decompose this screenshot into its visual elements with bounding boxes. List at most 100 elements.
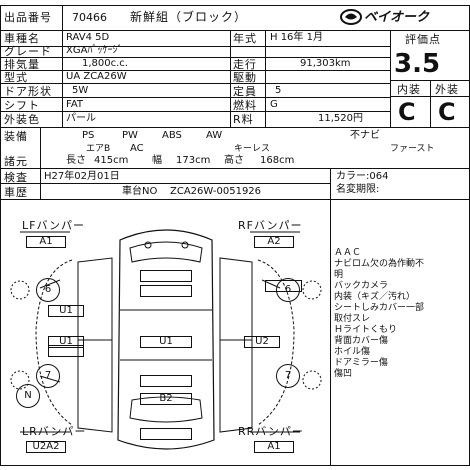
rear-code: B2 bbox=[140, 393, 192, 405]
equip-first: ファースト bbox=[390, 144, 435, 154]
note-line: ＡＡＣ bbox=[334, 248, 362, 258]
grade-line bbox=[390, 80, 470, 81]
year-value: H 16年 1月 bbox=[270, 32, 323, 43]
grade-line bbox=[390, 96, 470, 97]
grade-score: 3.5 bbox=[394, 49, 441, 79]
grade-header: 評価点 bbox=[405, 33, 441, 46]
right-rear-circle: 7 bbox=[276, 364, 300, 388]
row-line bbox=[0, 168, 470, 169]
equip-airbag: エアB bbox=[86, 144, 111, 154]
recycle-value: 11,520円 bbox=[318, 113, 363, 124]
grade-spec-label: グレード bbox=[4, 45, 52, 58]
col-line bbox=[265, 30, 266, 127]
rf-bumper-code: A2 bbox=[254, 236, 294, 248]
left-rear-box bbox=[48, 345, 84, 357]
brand-emblem-icon bbox=[340, 9, 362, 25]
tail-box bbox=[140, 428, 192, 440]
height-label: 高さ bbox=[224, 155, 244, 166]
exterior-label: 外装 bbox=[435, 83, 459, 96]
color-code: カラー:064 bbox=[336, 171, 389, 182]
col-line bbox=[230, 30, 231, 127]
note-line: 背面カバー傷 bbox=[334, 336, 389, 346]
bottom-border bbox=[0, 465, 470, 466]
row-line bbox=[0, 199, 470, 200]
row-line bbox=[0, 127, 470, 128]
transfer-label: 名変期限: bbox=[336, 184, 380, 195]
center-mid-code: U1 bbox=[140, 336, 192, 348]
type-label: 型式 bbox=[4, 71, 28, 84]
fuel-label: 燃料 bbox=[233, 99, 257, 112]
rr-bumper-code: A1 bbox=[254, 441, 294, 453]
lot-label: 出品番号 bbox=[4, 11, 52, 24]
height-value: 168cm bbox=[260, 155, 295, 166]
lr-bumper-code: U2A2 bbox=[26, 441, 66, 453]
history-label: 車歴 bbox=[4, 186, 28, 199]
row-line bbox=[0, 70, 390, 71]
grade-spec-value: XGAﾊﾟｯｹｰｼﾞ bbox=[66, 45, 123, 56]
col-line bbox=[62, 5, 63, 30]
col-line bbox=[40, 127, 41, 199]
freshness-label: 新鮮組（ブロック） bbox=[130, 10, 248, 24]
doors-value: 5W bbox=[72, 85, 89, 96]
equip-ps: PS bbox=[82, 130, 95, 141]
fuel-value: G bbox=[270, 99, 278, 110]
row-line bbox=[0, 183, 330, 184]
inspection-label: 検査 bbox=[4, 171, 28, 184]
color-value: パール bbox=[66, 113, 96, 124]
interior-label: 内装 bbox=[397, 83, 421, 96]
left-border bbox=[0, 5, 1, 465]
length-label: 長さ bbox=[66, 155, 86, 166]
interior-grade: C bbox=[398, 98, 416, 126]
left-door-front-code: U1 bbox=[48, 305, 84, 317]
displacement-value: 1,800c.c. bbox=[82, 58, 128, 69]
rear-box bbox=[140, 375, 192, 387]
drive-label: 駆動 bbox=[233, 71, 257, 84]
brand-logo-text: ベイオーク bbox=[364, 10, 430, 25]
equip-aw: AW bbox=[206, 130, 223, 141]
brand-logo: ベイオーク bbox=[340, 8, 429, 29]
chassis-value: ZCA26W-0051926 bbox=[170, 186, 262, 197]
note-line: Ｈライトくもり bbox=[334, 325, 398, 335]
note-line: 傷凹 bbox=[334, 369, 353, 379]
width-label: 幅 bbox=[152, 155, 162, 166]
shift-value: FAT bbox=[66, 99, 84, 110]
shift-label: シフト bbox=[4, 99, 40, 112]
right-door-rear-code: U2 bbox=[244, 336, 280, 348]
equipment-label: 装備 bbox=[4, 130, 28, 143]
note-line: 明 bbox=[334, 270, 344, 280]
equip-navi: 不ナビ bbox=[350, 130, 380, 141]
top-border bbox=[0, 5, 470, 6]
n-circle: N bbox=[16, 384, 40, 408]
doors-label: ドア形状 bbox=[4, 85, 52, 98]
equip-keyless: キーレス bbox=[234, 144, 271, 154]
note-line: 取付スレ bbox=[334, 314, 371, 324]
equip-ac: AC bbox=[130, 143, 144, 154]
note-line: ナビロム欠の為作動不 bbox=[334, 259, 425, 269]
header-divider bbox=[0, 30, 470, 31]
model-label: 車種名 bbox=[4, 32, 40, 45]
capacity-value: 5 bbox=[275, 85, 282, 96]
model-value: RAV4 5D bbox=[66, 32, 110, 43]
note-line: シートしみカバー一部 bbox=[334, 303, 425, 313]
mileage-value: 91,303km bbox=[300, 58, 351, 69]
roof-front-box bbox=[140, 270, 192, 282]
col-line bbox=[330, 168, 331, 465]
equip-abs: ABS bbox=[162, 130, 182, 141]
damage-diagram: LFバンパー A1 RFバンパー A2 6 6 7 7 N U1 U1 U1 U… bbox=[0, 200, 330, 465]
left-rear-circle: 7 bbox=[36, 364, 60, 388]
note-line: ホイル傷 bbox=[334, 347, 371, 357]
inspection-value: H27年02月01日 bbox=[44, 171, 120, 182]
col-line bbox=[430, 80, 431, 127]
mileage-label: 走行 bbox=[233, 58, 257, 71]
notes-list: ＡＡＣ ナビロム欠の為作動不 明 バックカメラ 内装（キズ／汚れ） シートしみカ… bbox=[334, 248, 468, 380]
row-line bbox=[0, 46, 390, 47]
lot-number: 70466 bbox=[72, 11, 107, 24]
exterior-grade: C bbox=[438, 98, 456, 126]
rr-bumper-label: RRバンパー bbox=[238, 425, 304, 438]
displacement-label: 排気量 bbox=[4, 58, 40, 71]
chassis-label: 車台NO bbox=[122, 186, 158, 197]
dimensions-label: 諸元 bbox=[4, 155, 28, 168]
rf-bumper-label: RFバンパー bbox=[238, 219, 303, 232]
lf-bumper-code: A1 bbox=[26, 236, 66, 248]
length-value: 415cm bbox=[94, 155, 129, 166]
